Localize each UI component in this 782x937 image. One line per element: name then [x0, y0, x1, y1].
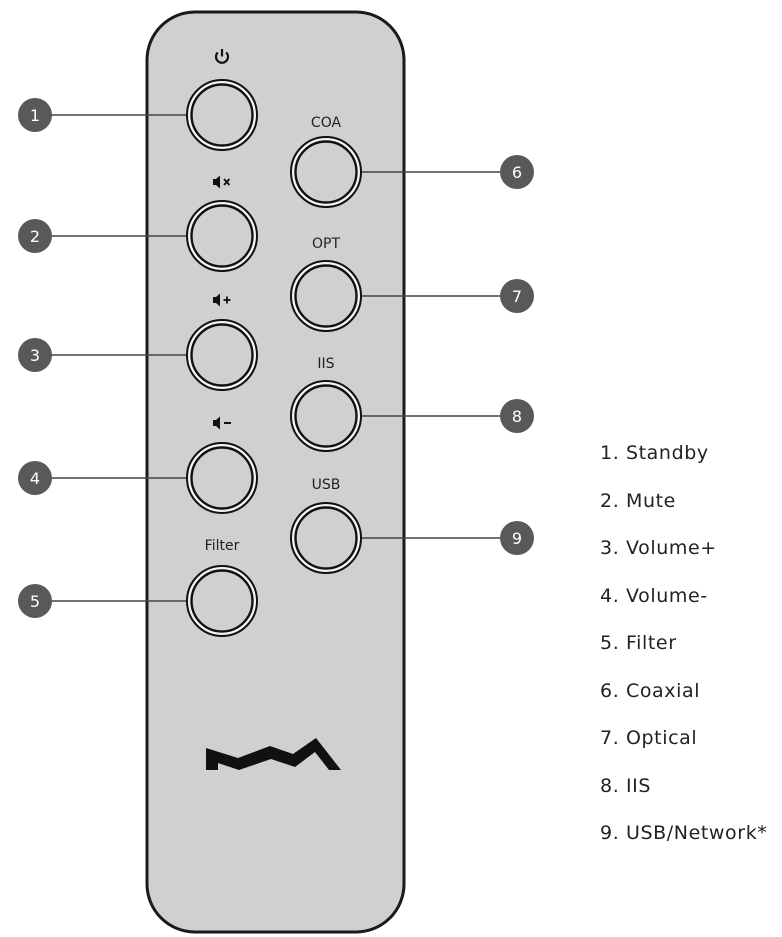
callout-number-2: 2 — [30, 227, 40, 246]
callout-number-3: 3 — [30, 346, 40, 365]
callout-number-9: 9 — [512, 529, 522, 548]
volume-up-icon — [213, 293, 231, 307]
mute-button[interactable] — [186, 200, 258, 272]
legend-item-volume-down: 4. Volume- — [600, 584, 708, 607]
callout-badge-8: 8 — [500, 399, 534, 433]
callout-badge-1: 1 — [18, 98, 52, 132]
iis-button-label: IIS — [317, 356, 334, 372]
legend-item-optical: 7. Optical — [600, 727, 698, 749]
legend-item-iis: 8. IIS — [600, 774, 652, 797]
coa-button-label: COA — [311, 115, 342, 131]
power-icon — [214, 49, 230, 64]
volume-down-button[interactable] — [186, 442, 258, 514]
legend-item-volume-up: 3. Volume+ — [600, 537, 717, 559]
coaxial-button[interactable] — [290, 136, 362, 208]
callout-badge-9: 9 — [500, 521, 534, 555]
legend-item-coaxial: 6. Coaxial — [600, 679, 701, 702]
callout-number-7: 7 — [512, 287, 522, 306]
standby-button[interactable] — [186, 79, 258, 151]
callout-number-4: 4 — [30, 469, 40, 488]
volume-up-button[interactable] — [186, 319, 258, 391]
volume-down-icon — [213, 416, 231, 430]
ma-logo-icon — [206, 738, 341, 770]
callout-number-6: 6 — [512, 163, 522, 182]
legend-item-usb-network: 9. USB/Network* — [600, 822, 768, 844]
callout-number-5: 5 — [30, 592, 40, 611]
filter-button-label: Filter — [205, 538, 240, 554]
remote-body — [145, 10, 406, 934]
optical-button[interactable] — [290, 260, 362, 332]
opt-button-label: OPT — [312, 236, 340, 252]
legend-list: 1. Standby 2. Mute 3. Volume+ 4. Volume-… — [600, 442, 767, 870]
callout-number-1: 1 — [30, 106, 40, 125]
filter-button[interactable] — [186, 565, 258, 637]
legend-item-filter: 5. Filter — [600, 632, 677, 654]
iis-button[interactable] — [290, 380, 362, 452]
usb-button[interactable] — [290, 502, 362, 574]
legend-item-mute: 2. Mute — [600, 489, 676, 512]
callout-badge-3: 3 — [18, 338, 52, 372]
usb-button-label: USB — [312, 477, 341, 493]
mute-icon — [213, 175, 231, 189]
legend-item-standby: 1. Standby — [600, 442, 709, 464]
callout-badge-2: 2 — [18, 219, 52, 253]
callout-badge-5: 5 — [18, 584, 52, 618]
callout-badge-7: 7 — [500, 279, 534, 313]
callout-badge-4: 4 — [18, 461, 52, 495]
callout-number-8: 8 — [512, 407, 522, 426]
callout-badge-6: 6 — [500, 155, 534, 189]
